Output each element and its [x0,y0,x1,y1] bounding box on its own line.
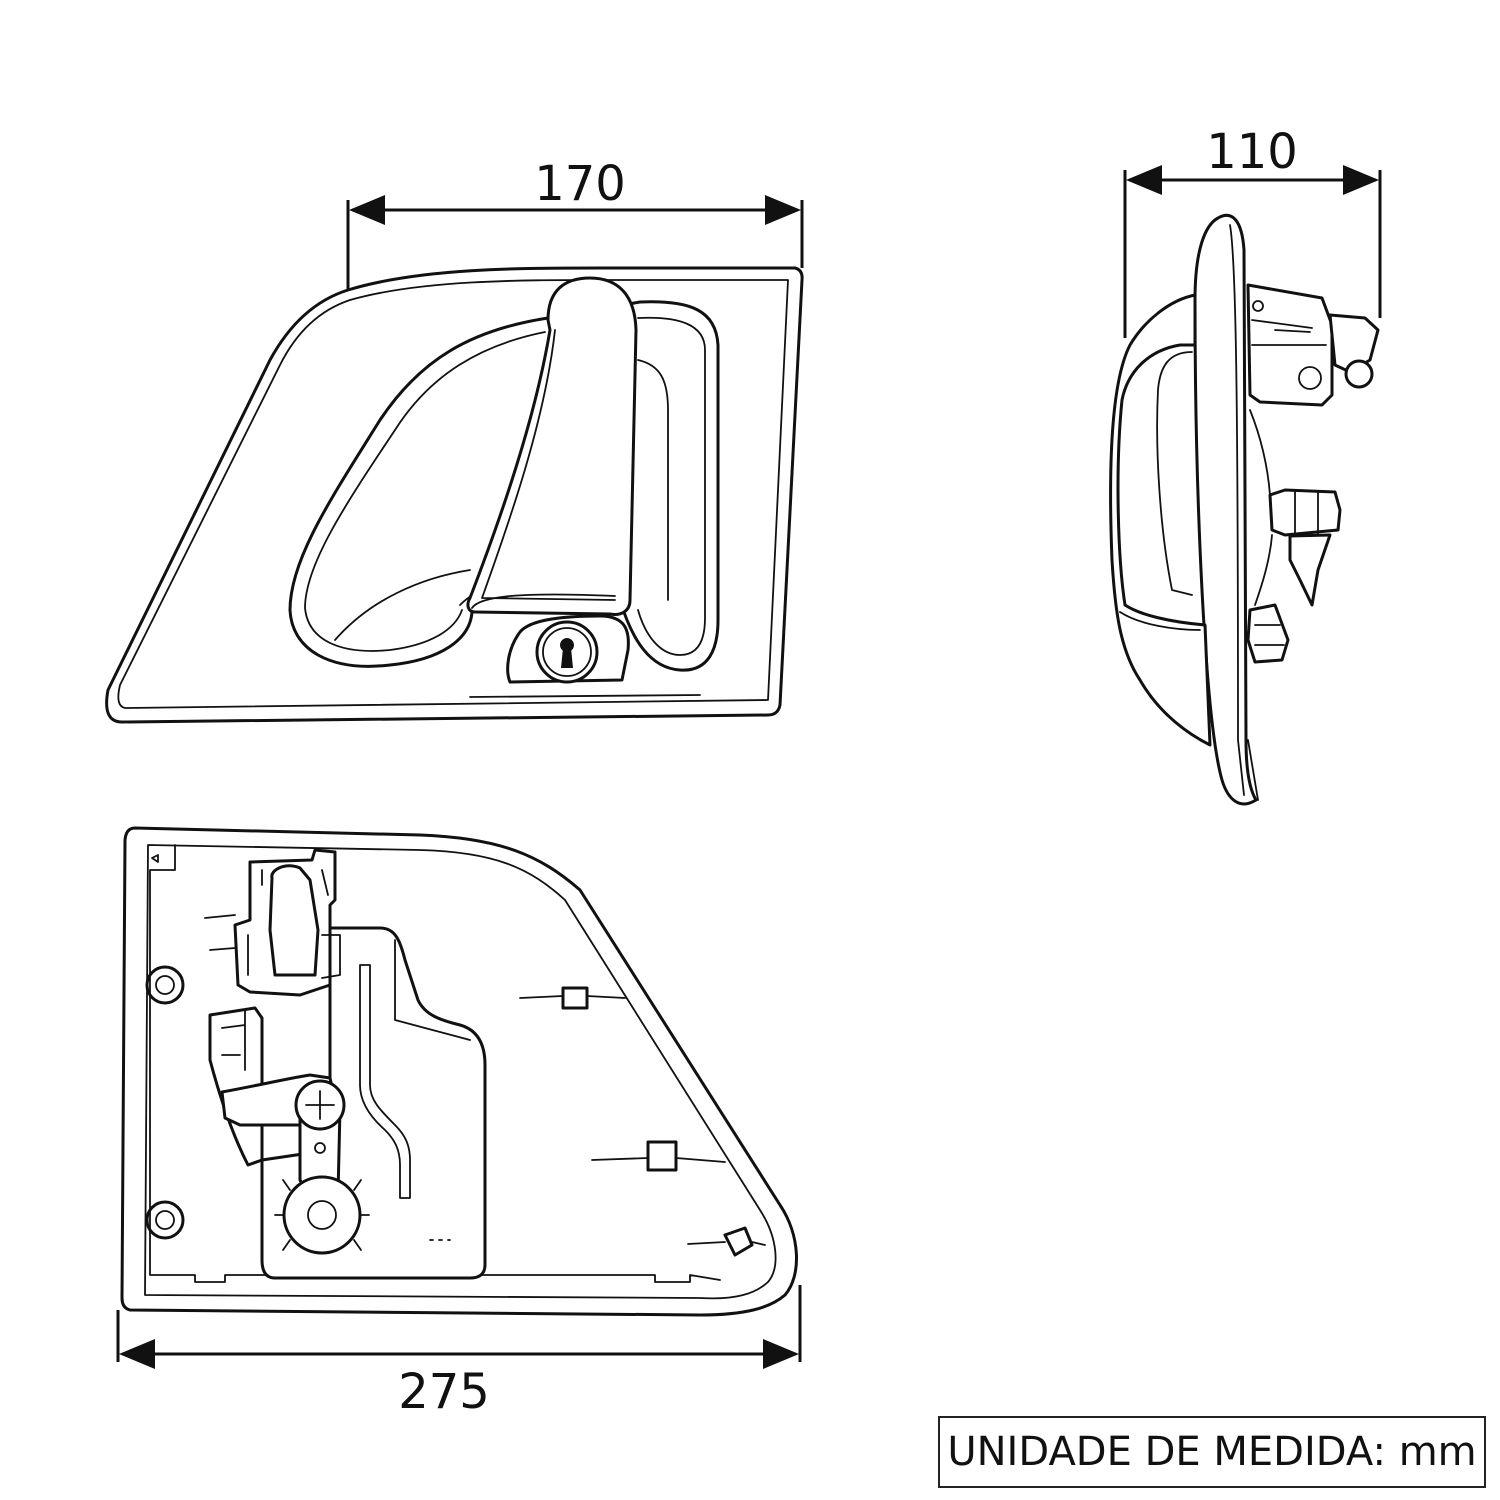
back-lever-bracket-detail [221,1009,246,1071]
dimension-side-width: 110 [1123,124,1382,338]
dimension-side-width-label: 110 [1206,124,1298,180]
cross-screw-slot [305,1090,335,1120]
front-bottom-line [469,694,701,698]
back-clip-middle [591,1140,726,1172]
back-screw-hole-bottom [155,1210,175,1230]
dimension-front-width-label: 170 [534,156,626,212]
unit-label: UNIDADE DE MEDIDA: mm [947,1429,1477,1475]
back-housing-channel [359,964,411,1199]
side-handle-inner [1156,351,1193,596]
back-upper-latch-arm [268,864,320,977]
side-lower-clip [1246,603,1290,664]
side-lower-clip-lines [1254,624,1285,646]
front-recess-inner [304,331,546,652]
front-lock-cylinder-inner [542,627,592,677]
front-plate-outline [105,266,804,724]
front-view [105,266,804,724]
back-clip-lower [687,1226,766,1257]
front-recess-right-curve [637,359,669,601]
side-flange-inner [1229,224,1245,796]
side-flange-tail [1247,739,1259,801]
front-cup-bottom [334,569,471,641]
back-lower-gear-teeth [274,1179,370,1251]
dimension-back-width-label: 275 [398,1364,490,1420]
back-latch-marks [204,914,236,951]
back-view [120,826,798,1317]
unit-label-box: UNIDADE DE MEDIDA: mm [938,1416,1486,1488]
side-latch-roller [1344,359,1374,389]
back-plate-inner-edge [144,844,777,1300]
side-lock-cylinder-lines [1294,491,1319,535]
back-lower-gear-hub [307,1200,337,1230]
side-latch-rivet [1298,366,1322,390]
back-lever-pivot [314,1142,326,1154]
side-handle-grip [1109,293,1212,747]
front-handle-edge [481,329,616,601]
back-housing-rib [394,939,471,1041]
back-clip-upper [519,986,626,1010]
side-handle-lower [1119,611,1201,631]
side-rod [1249,409,1273,606]
side-latch-pin [1252,300,1264,312]
side-latch-detail [1251,319,1327,346]
back-inner-frame [149,844,721,1283]
keyhole-icon [559,638,574,668]
dimension-front-width: 170 [346,156,804,290]
side-lock-cam [1288,533,1332,607]
back-corner-mark [151,854,159,863]
front-recess-outline [288,300,720,672]
dimension-back-width: 275 [116,1285,802,1420]
front-handle-tip-line [471,593,616,609]
front-lock-housing [506,614,630,684]
front-recess-right-inner [637,316,706,656]
side-latch-catch [1328,313,1380,374]
front-handle-lever [466,276,638,616]
back-plate-outline [120,826,798,1317]
side-view [1109,213,1380,806]
front-plate-inner-edge [117,279,789,709]
back-screw-boss-bottom [145,1200,185,1240]
back-screw-boss-top [145,965,185,1005]
back-screw-hole-top [155,975,175,995]
back-upper-latch-detail [247,869,341,979]
back-lower-gear [282,1175,362,1255]
side-lock-cylinder [1268,488,1342,537]
